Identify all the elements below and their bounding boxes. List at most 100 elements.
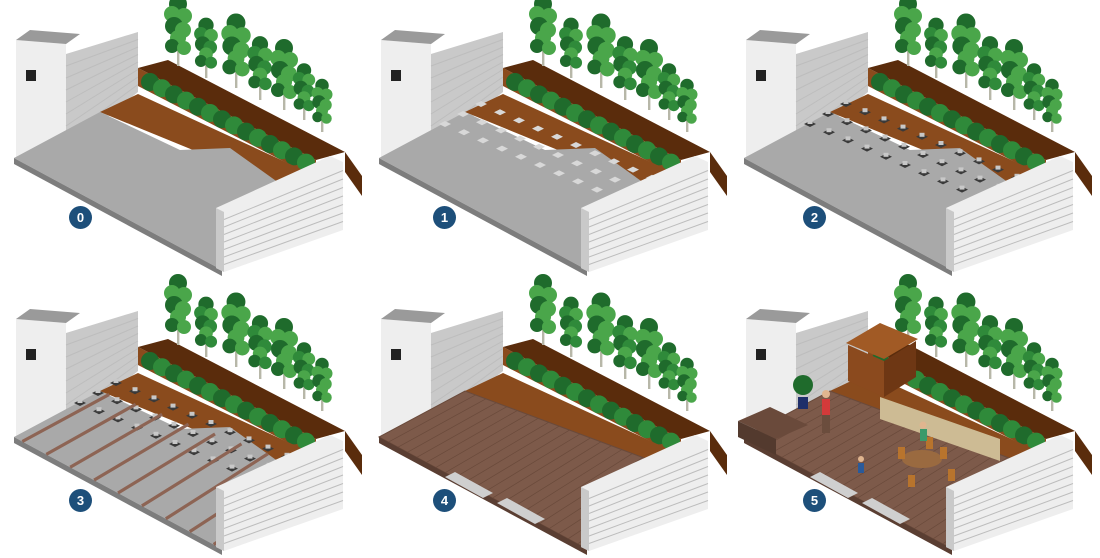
support-pad — [496, 145, 508, 152]
tree — [221, 13, 251, 88]
tree-foliage — [283, 85, 297, 99]
pedestal — [862, 108, 868, 113]
tree-foliage — [303, 100, 315, 112]
pedestal — [958, 167, 964, 172]
support-pad — [439, 121, 451, 127]
tree — [635, 39, 663, 110]
tree-foliage — [677, 390, 688, 402]
slab-edge — [744, 158, 952, 276]
tree-foliage — [624, 77, 637, 91]
building-roof-edge — [746, 309, 810, 323]
pedestal — [96, 407, 102, 412]
fence-board-line — [795, 61, 869, 103]
planter-top — [138, 60, 345, 160]
fence-board-line — [223, 466, 344, 514]
planter-top — [138, 339, 345, 439]
tree-foliage — [1001, 83, 1015, 97]
tree-foliage — [542, 41, 556, 55]
tree — [559, 296, 583, 357]
deck-board-line — [866, 441, 967, 504]
person-adult-shirt — [822, 399, 830, 415]
fence-left — [796, 32, 868, 150]
pedestal — [153, 431, 159, 436]
support-pad — [476, 119, 488, 126]
tree — [292, 63, 316, 120]
chair — [898, 447, 905, 459]
tree — [924, 17, 948, 78]
pedestal-base — [224, 429, 236, 436]
joist — [21, 393, 110, 443]
planter-end — [345, 152, 362, 196]
pedestal-base — [188, 449, 200, 456]
pedestal — [189, 411, 195, 416]
tree-foliage — [259, 356, 272, 370]
fence-board-line — [223, 491, 344, 537]
building-wall — [381, 40, 431, 158]
fence-board-line — [795, 318, 869, 346]
fence-board-line — [430, 76, 504, 127]
support-pad — [552, 152, 564, 158]
tree-foliage — [1033, 100, 1045, 112]
soil-strip — [465, 373, 681, 467]
fence-board-line — [588, 457, 709, 507]
tree-foliage — [624, 356, 637, 370]
building-wall — [746, 40, 796, 158]
hut-side — [884, 341, 916, 397]
tree — [311, 357, 333, 411]
planter-top — [868, 60, 1075, 160]
fence-board-line — [223, 212, 344, 258]
tree-foliage — [194, 55, 207, 67]
pedestal-base — [93, 408, 105, 415]
support-pad — [457, 111, 469, 117]
pedestal — [881, 116, 887, 121]
pedestal — [825, 110, 831, 114]
tree — [529, 0, 557, 66]
fence-board-line — [65, 348, 139, 394]
pedestal-base — [206, 439, 218, 446]
fence-board-line — [65, 355, 139, 406]
pedestal — [151, 395, 157, 400]
fence-board-line — [430, 39, 504, 67]
fence-board-line — [953, 483, 1074, 529]
slab-edge — [379, 158, 587, 276]
fence-front — [581, 435, 708, 551]
fence-board-line — [65, 46, 139, 79]
tree-foliage — [613, 354, 626, 368]
fence-board-line — [65, 76, 139, 127]
fence-board-line — [65, 325, 139, 358]
tree-foliage — [271, 83, 285, 97]
step-badge-5: 5 — [803, 489, 826, 512]
deck-board-line — [463, 425, 560, 484]
tree — [1041, 357, 1063, 411]
tree-foliage — [259, 77, 272, 91]
tree — [951, 13, 981, 88]
tree-foliage — [248, 75, 261, 89]
fence-front-end — [946, 487, 954, 551]
fence-board-line — [588, 449, 709, 499]
tree-foliage — [935, 335, 948, 348]
deck-board-line — [435, 414, 528, 468]
fence-board-line — [223, 483, 344, 529]
pedestal — [826, 128, 832, 133]
tree — [657, 63, 681, 120]
tree-foliage — [599, 340, 615, 356]
deck-board-line — [800, 414, 893, 468]
tree — [894, 274, 922, 345]
fence-board-line — [588, 170, 709, 220]
tree — [1000, 318, 1028, 389]
window — [26, 70, 36, 81]
potted-plant — [793, 375, 813, 395]
deck-board-line — [838, 429, 935, 489]
step-badge-2: 2 — [803, 206, 826, 229]
scene — [379, 0, 727, 276]
building-wall — [16, 40, 66, 158]
tree-foliage — [559, 55, 572, 67]
planter-top — [503, 60, 710, 160]
tree — [529, 274, 557, 345]
pedestal — [864, 144, 870, 149]
fence-front — [581, 156, 708, 272]
fence-board-line — [795, 325, 869, 358]
tree-foliage — [978, 354, 991, 368]
fence-board-line — [223, 187, 344, 235]
joist — [117, 432, 216, 495]
